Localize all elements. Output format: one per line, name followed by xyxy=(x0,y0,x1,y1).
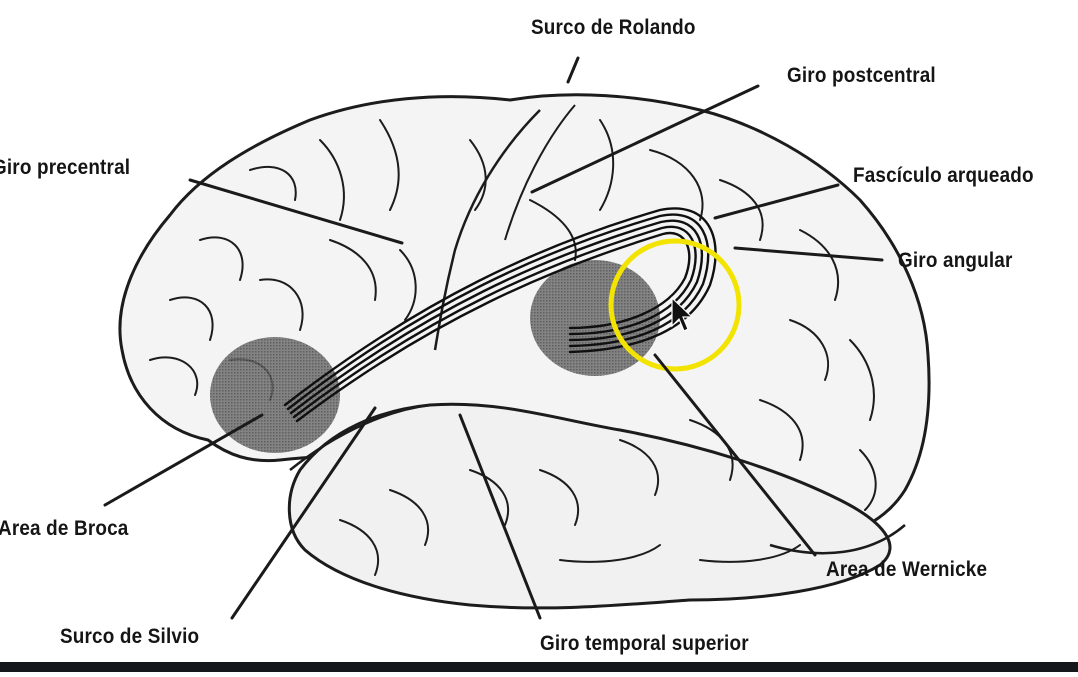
label-giro-temporal-superior: Giro temporal superior xyxy=(540,632,749,655)
mouse-pointer-icon xyxy=(671,296,694,332)
label-area-broca: Area de Broca xyxy=(0,517,129,540)
cerebellum-outline xyxy=(769,524,906,555)
label-surco-silvio: Surco de Silvio xyxy=(60,625,200,648)
label-fasciculo-arqueado: Fascículo arqueado xyxy=(853,164,1034,187)
label-area-wernicke: Area de Wernicke xyxy=(826,558,988,581)
broca-area-shading xyxy=(210,337,340,453)
temporal-lobe-outline xyxy=(287,402,892,610)
label-giro-angular: Giro angular xyxy=(898,249,1013,272)
bottom-bar xyxy=(0,662,1078,672)
angular-gyrus-highlight-circle xyxy=(608,238,742,372)
arcuate-fasciculus xyxy=(283,207,717,423)
label-giro-postcentral: Giro postcentral xyxy=(787,64,936,87)
leader-lines xyxy=(103,56,884,620)
label-giro-precentral: Giro precentral xyxy=(0,156,131,179)
label-surco-rolando: Surco de Rolando xyxy=(531,16,696,39)
